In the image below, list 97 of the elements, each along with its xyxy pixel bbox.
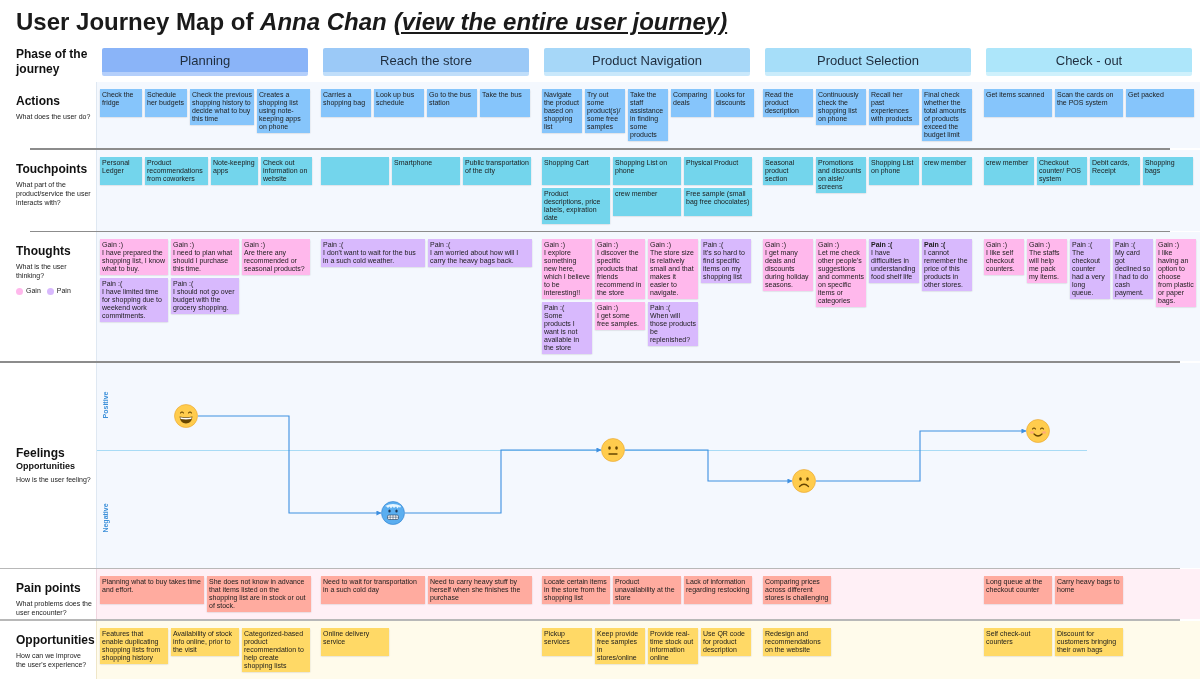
row-heading: Opportunities — [16, 632, 92, 648]
sticky-note — [321, 576, 425, 604]
row-heading: Opportunities — [16, 460, 76, 473]
sticky-note — [922, 156, 972, 185]
sticky-note — [463, 156, 531, 185]
row-heading: Touchpoints — [16, 161, 89, 177]
sticky-note — [701, 239, 751, 283]
sticky-note — [100, 627, 168, 664]
title: User Journey Map of Anna Chan — [16, 7, 387, 37]
sticky-note — [684, 576, 752, 604]
row-heading: Actions — [16, 94, 61, 109]
journey-link: (view the entire user journey) — [393, 7, 728, 37]
row-heading: Thoughts — [16, 244, 72, 259]
sticky-note — [428, 239, 532, 267]
sticky-note — [984, 156, 1034, 185]
sticky-note — [257, 89, 310, 133]
sticky-note — [613, 576, 681, 604]
sticky-note — [1027, 239, 1067, 283]
sticky-note — [816, 239, 866, 307]
phase-banner — [544, 48, 750, 76]
sticky-note — [648, 239, 698, 299]
phase-banner — [986, 48, 1192, 76]
sticky-note — [1055, 89, 1123, 117]
sticky-note — [714, 89, 754, 117]
sticky-note — [100, 239, 168, 275]
sticky-note — [1055, 576, 1123, 604]
sticky-note — [542, 627, 592, 656]
sticky-note — [542, 239, 592, 299]
sticky-note — [211, 156, 258, 185]
sticky-note — [648, 302, 698, 346]
sticky-note — [100, 89, 142, 117]
sticky-note — [145, 89, 187, 117]
freezing-face-icon — [381, 500, 405, 525]
arrow — [624, 448, 793, 483]
frowning-face-icon — [792, 468, 816, 493]
sticky-note — [542, 156, 610, 185]
sticky-note — [171, 239, 239, 275]
sticky-note — [763, 156, 813, 185]
sticky-note — [1156, 239, 1196, 307]
sticky-note — [763, 627, 831, 656]
sticky-note — [480, 89, 530, 117]
phase-title: Product Navigation — [592, 53, 702, 67]
sticky-note — [1070, 239, 1110, 299]
smiling-face-icon — [1026, 418, 1050, 443]
sticky-note — [374, 89, 424, 117]
sticky-note — [242, 239, 310, 275]
sticky-note — [595, 302, 645, 330]
sticky-note — [321, 627, 389, 656]
sticky-note — [595, 239, 645, 299]
sticky-note — [171, 627, 239, 656]
sticky-note — [984, 627, 1052, 656]
row-heading: Pain points — [16, 581, 82, 596]
sticky-note — [671, 89, 711, 117]
sticky-note — [763, 239, 813, 291]
phase-title: Planning — [179, 53, 231, 67]
phase-banner — [323, 48, 529, 76]
sticky-note — [613, 187, 681, 216]
arrow — [404, 447, 602, 514]
sticky-note — [542, 187, 610, 224]
row-heading: Phase of the journey — [16, 47, 89, 77]
sticky-note — [100, 576, 204, 604]
sticky-note — [984, 89, 1052, 117]
phase-banner — [102, 48, 308, 76]
arrow — [197, 414, 382, 515]
phase-title: Check - out — [1055, 53, 1123, 67]
sticky-note — [763, 89, 813, 117]
sticky-note — [1113, 239, 1153, 299]
sticky-note — [171, 278, 239, 314]
sticky-note — [427, 89, 477, 117]
sticky-note — [392, 156, 460, 185]
grinning-face-icon — [174, 403, 198, 428]
sticky-note — [542, 302, 592, 354]
sticky-note — [922, 239, 972, 291]
row-heading: Feelings — [16, 445, 66, 461]
sticky-note — [684, 156, 752, 185]
sticky-note — [321, 89, 371, 117]
phase-banner — [765, 48, 971, 76]
arrow — [815, 428, 1027, 482]
sticky-note — [869, 156, 919, 185]
sticky-note — [684, 187, 752, 216]
sticky-note — [984, 239, 1024, 275]
sticky-note — [100, 156, 142, 185]
sticky-note — [1126, 89, 1194, 117]
phase-title: Reach the store — [380, 53, 472, 67]
sticky-note — [428, 576, 532, 604]
neutral-face-icon — [601, 437, 625, 462]
sticky-note — [613, 156, 681, 185]
sticky-note — [1055, 627, 1123, 656]
sticky-note — [869, 239, 919, 283]
sticky-note — [321, 156, 389, 185]
phase-title: Product Selection — [817, 53, 919, 67]
sticky-note — [816, 89, 866, 125]
sticky-note — [321, 239, 425, 267]
sticky-note — [1090, 156, 1140, 185]
sticky-note — [100, 278, 168, 322]
sticky-note — [984, 576, 1052, 604]
sticky-note — [1143, 156, 1193, 185]
